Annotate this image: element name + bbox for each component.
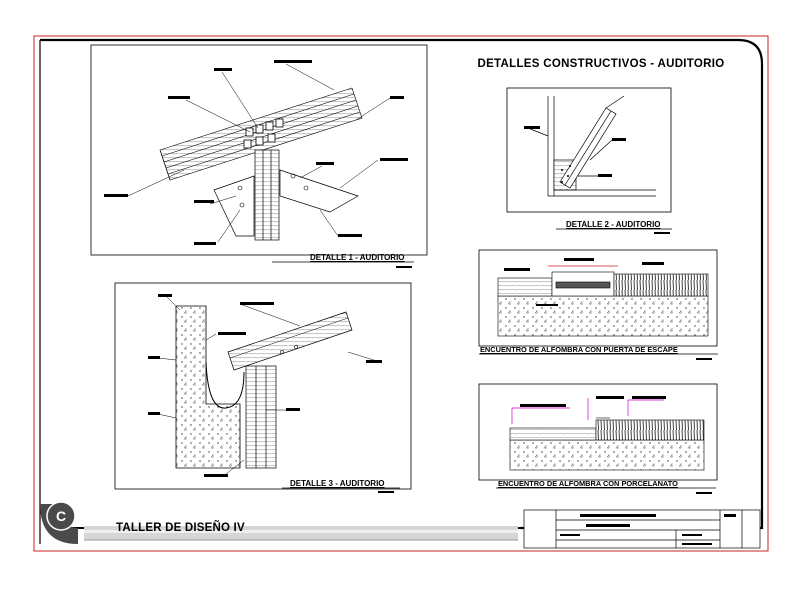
logo [40,501,78,544]
logo-letter: C [55,508,67,524]
sheet-title: DETALLES CONSTRUCTIVOS - AUDITORIO [477,58,725,70]
detail-1-label: DETALLE 1 - AUDITORIO [310,253,405,262]
detail-2-drawing [506,87,672,234]
sheet-border [33,35,769,552]
detail-3-drawing [114,282,412,493]
footer-band [62,526,520,541]
detail-5-drawing [478,383,718,494]
detail-1-drawing [90,44,428,268]
detail-4-drawing [478,249,718,360]
detail-3-label: DETALLE 3 - AUDITORIO [290,479,385,488]
inner-frame [40,38,764,530]
detail-2-label: DETALLE 2 - AUDITORIO [566,220,661,229]
detail-5-label: ENCUENTRO DE ALFOMBRA CON PORCELANATO [498,479,678,488]
detail-4-label: ENCUENTRO DE ALFOMBRA CON PUERTA DE ESCA… [480,345,678,354]
footer-title: TALLER DE DISEÑO IV [116,522,245,534]
